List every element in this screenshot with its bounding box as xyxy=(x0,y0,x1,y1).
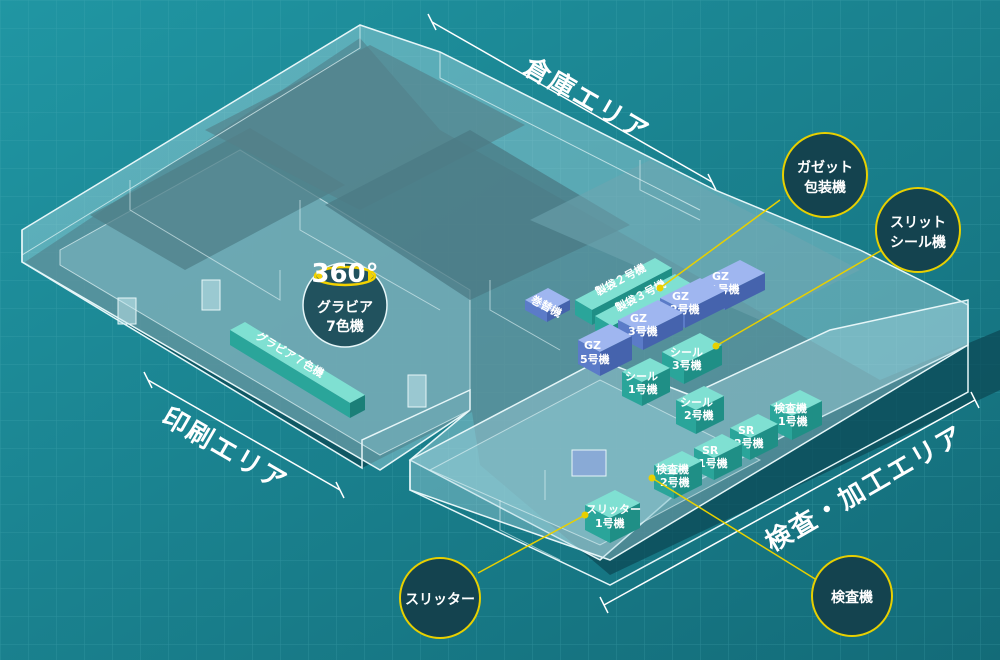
machine-insp2[interactable]: 検査機 2号機 xyxy=(654,451,702,499)
machine-insp1-bottom: 1号機 xyxy=(778,414,808,428)
machine-insp1-top: 検査機 xyxy=(774,401,807,415)
machine-gz5[interactable]: GZ 5号機 xyxy=(578,324,632,376)
machine-seal2-bottom: 2号機 xyxy=(684,408,714,422)
machine-gz2[interactable]: GZ 2号機 xyxy=(660,278,725,328)
callout-inspection[interactable]: 検査機 xyxy=(811,555,893,637)
callout-gusset-line2: 包装機 xyxy=(804,179,846,196)
rotate-arrow-icon xyxy=(313,265,377,287)
callout-dots xyxy=(581,284,720,519)
machine-gz3-top: GZ xyxy=(630,312,647,325)
machine-slitter1-bottom: 1号機 xyxy=(595,516,625,530)
machine-sr2-top: SR xyxy=(738,424,755,437)
callout-gusset-line1: ガゼット xyxy=(797,159,853,176)
machine-seal2-top: シール xyxy=(680,396,713,409)
machine-seal1[interactable]: シール 1号機 xyxy=(622,358,670,406)
machine-seal3-bottom: 3号機 xyxy=(672,358,702,372)
machine-slitter1-top: スリッター xyxy=(586,503,641,516)
machine-seal1-bottom: 1号機 xyxy=(628,382,658,396)
machine-seal3[interactable]: シール 3号機 xyxy=(662,333,722,384)
machine-gz5-top: GZ xyxy=(584,339,601,352)
building-main xyxy=(21,24,969,561)
badge-360-value: 360° xyxy=(311,259,378,289)
machine-sr1-top: SR xyxy=(702,444,719,457)
machine-insp1[interactable]: 検査機 1号機 xyxy=(770,390,822,440)
machine-sr1-bottom: 1号機 xyxy=(698,456,728,470)
callout-slit-seal-line2: シール機 xyxy=(890,234,946,251)
machine-sr1[interactable]: SR 1号機 xyxy=(694,434,742,480)
machine-seal2[interactable]: シール 2号機 xyxy=(676,386,724,434)
machine-gz3[interactable]: GZ 3号機 xyxy=(618,300,683,350)
machine-winder[interactable]: 巻替機 xyxy=(525,288,570,322)
machine-gz2-top: GZ xyxy=(672,290,689,303)
badge-360-line2: 7色機 xyxy=(326,318,364,335)
callout-slitter[interactable]: スリッター xyxy=(399,557,481,639)
machine-slitter1[interactable]: スリッター 1号機 xyxy=(585,490,641,543)
machine-gz5-bottom: 5号機 xyxy=(580,352,610,366)
machine-gz3-bottom: 3号機 xyxy=(628,324,658,338)
machine-insp2-top: 検査機 xyxy=(656,462,689,476)
callout-slit-seal[interactable]: スリット シール機 xyxy=(875,187,961,273)
machine-gz1-top: GZ xyxy=(712,270,729,283)
callout-gusset[interactable]: ガゼット 包装機 xyxy=(782,132,868,218)
callout-slitter-line1: スリッター xyxy=(405,592,475,608)
badge-360-line1: グラビア xyxy=(317,299,373,316)
callout-leaders xyxy=(477,199,883,583)
machine-seal1-top: シール xyxy=(625,370,658,383)
machine-seal3-top: シール xyxy=(670,346,703,359)
badge-360[interactable]: 360° グラビア 7色機 xyxy=(302,259,388,348)
callout-inspection-line1: 検査機 xyxy=(831,589,873,606)
callout-slit-seal-line1: スリット xyxy=(890,215,946,231)
machine-insp2-bottom: 2号機 xyxy=(660,475,690,489)
